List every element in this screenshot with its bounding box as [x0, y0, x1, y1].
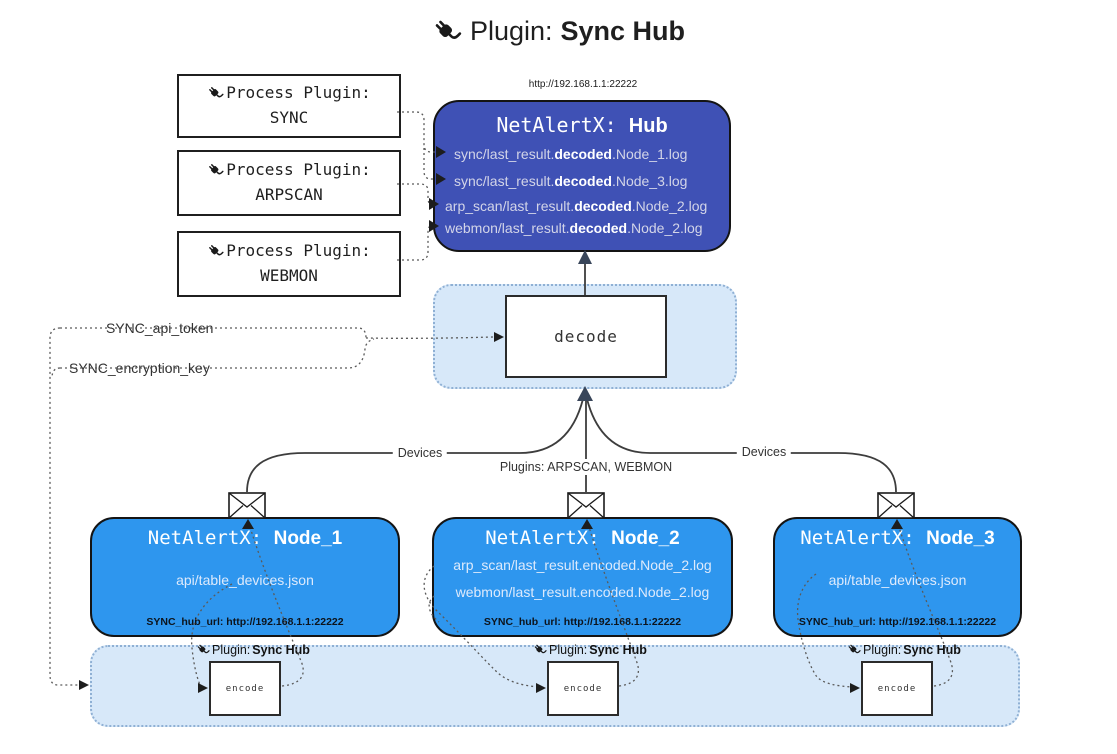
node1-title: NetAlertX: Node_1 — [147, 527, 343, 549]
node2-file: arp_scan/last_result.encoded.Node_2.log — [453, 557, 712, 573]
hub-title: NetAlertX: Hub — [496, 113, 668, 137]
node2-hub-url: SYNC_hub_url: http://192.168.1.1:22222 — [483, 616, 682, 628]
sync-api-token-label: SYNC_api_token — [103, 320, 217, 337]
encode-box: encode — [209, 661, 281, 716]
process-plugin-name: SYNC — [269, 108, 309, 127]
process-plugin-box-sync: Process Plugin: SYNC — [177, 74, 401, 138]
envelope-icon — [567, 492, 605, 519]
node2-file: webmon/last_result.encoded.Node_2.log — [455, 584, 710, 600]
node2-title: NetAlertX: Node_2 — [485, 527, 680, 549]
hub-log-line: webmon/last_result.decoded.Node_2.log — [445, 220, 703, 236]
node2-box: NetAlertX: Node_2 arp_scan/last_result.e… — [432, 517, 733, 637]
page-title: Plugin: Sync Hub — [0, 16, 1117, 47]
process-plugin-label: Process Plugin: — [226, 160, 371, 180]
envelope-icon — [877, 492, 915, 519]
hub-url: http://192.168.1.1:22222 — [528, 79, 638, 90]
encode-plugin-label: Plugin:Sync Hub — [520, 643, 660, 657]
process-plugin-box-webmon: Process Plugin: WEBMON — [177, 231, 401, 297]
envelope-icon — [228, 492, 266, 519]
hub-log-line: sync/last_result.decoded.Node_3.log — [454, 173, 688, 189]
node1-box: NetAlertX: Node_1 api/table_devices.json… — [90, 517, 400, 637]
title-name: Sync Hub — [560, 16, 686, 46]
devices-right-label: Devices — [736, 444, 792, 460]
encode-box: encode — [861, 661, 933, 716]
process-plugin-label: Process Plugin: — [226, 83, 371, 103]
hub-log-line: sync/last_result.decoded.Node_1.log — [454, 146, 688, 162]
node3-box: NetAlertX: Node_3 api/table_devices.json… — [773, 517, 1022, 637]
plug-icon — [207, 85, 224, 101]
title-prefix: Plugin: — [469, 16, 553, 46]
encode-plugin-label: Plugin:Sync Hub — [834, 643, 974, 657]
node1-file: api/table_devices.json — [176, 572, 314, 588]
node3-file: api/table_devices.json — [828, 572, 967, 588]
decode-box: decode — [505, 295, 667, 378]
devices-left-label: Devices — [392, 445, 448, 461]
plug-icon — [533, 643, 547, 656]
hub-log-line: arp_scan/last_result.decoded.Node_2.log — [445, 198, 708, 214]
plug-icon — [207, 243, 224, 259]
process-plugin-box-arpscan: Process Plugin: ARPSCAN — [177, 150, 401, 216]
decode-label: decode — [554, 327, 618, 346]
sync-encryption-key-label: SYNC_encryption_key — [66, 360, 213, 377]
node1-hub-url: SYNC_hub_url: http://192.168.1.1:22222 — [146, 616, 344, 628]
hub-box: NetAlertX: Hub sync/last_result.decoded.… — [433, 100, 731, 252]
node3-title: NetAlertX: Node_3 — [800, 527, 995, 549]
plug-icon — [207, 162, 224, 178]
process-plugin-name: WEBMON — [260, 266, 318, 285]
process-plugin-name: ARPSCAN — [255, 185, 323, 204]
plug-icon — [432, 16, 462, 45]
encode-plugin-label: Plugin:Sync Hub — [183, 643, 323, 657]
process-plugin-label: Process Plugin: — [226, 241, 371, 261]
node3-hub-url: SYNC_hub_url: http://192.168.1.1:22222 — [798, 616, 997, 628]
plugins-label: Plugins: ARPSCAN, WEBMON — [494, 459, 678, 475]
plug-icon — [847, 643, 861, 656]
plug-icon — [196, 643, 210, 656]
encode-box: encode — [547, 661, 619, 716]
